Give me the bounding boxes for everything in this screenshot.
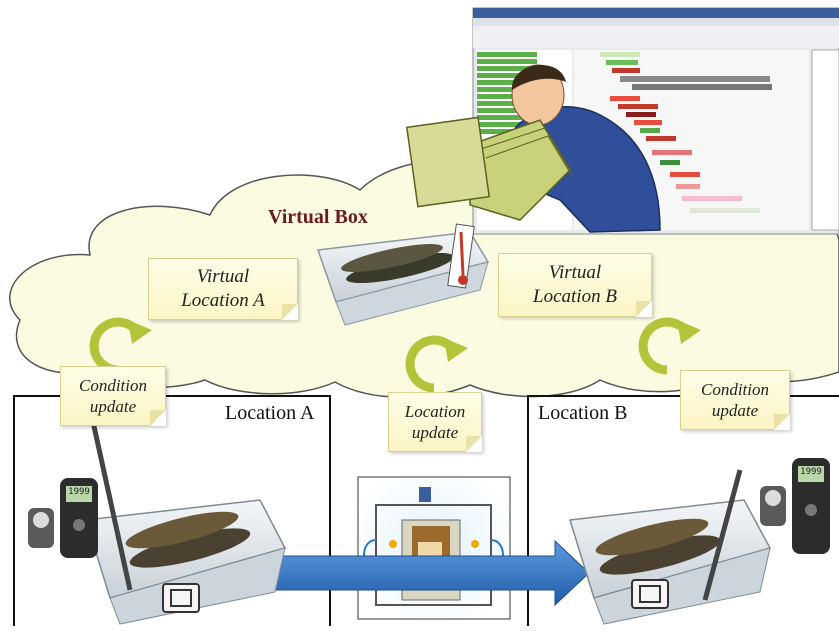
virtual-location-a-line2: Location A	[181, 290, 265, 311]
location-update-note: Location update	[388, 392, 482, 452]
location-update-line1: Location	[404, 401, 466, 421]
crate-location-a	[85, 407, 287, 625]
meter-display-a: 1999	[68, 487, 90, 497]
condition-update-right-note: Condition update	[680, 370, 790, 430]
meter-icon-location-a	[28, 478, 98, 558]
condition-update-left-line1: Condition	[78, 375, 147, 395]
refresh-icon-right	[638, 317, 701, 375]
virtual-fish-crate	[316, 223, 490, 326]
virtual-location-b-line2: Location B	[533, 286, 617, 307]
rfid-tag-icon	[162, 583, 200, 613]
crate-location-b	[569, 469, 772, 625]
condition-update-right-line1: Condition	[700, 379, 769, 399]
condition-update-right-line2: update	[711, 401, 759, 420]
person-icon	[405, 64, 661, 233]
virtual-location-b-note: Virtual Location B	[498, 253, 652, 317]
virtual-box-title: Virtual Box	[268, 206, 368, 228]
condition-update-left-note: Condition update	[60, 366, 166, 426]
meter-display-b: 1999	[800, 467, 822, 477]
location-b-label: Location B	[538, 402, 628, 424]
location-a-box	[13, 395, 331, 631]
virtual-location-a-note: Virtual Location A	[148, 258, 298, 320]
refresh-icon-center	[405, 335, 468, 393]
condition-update-left-line2: update	[89, 397, 137, 416]
virtual-location-a-line1: Virtual	[196, 266, 250, 288]
gantt-bars	[600, 52, 772, 213]
rfid-gate-icon	[357, 476, 511, 620]
virtual-location-b-line1: Virtual	[548, 262, 602, 284]
location-update-line2: update	[411, 423, 459, 442]
meter-icon-location-b	[760, 458, 830, 554]
location-a-label: Location A	[225, 402, 315, 424]
